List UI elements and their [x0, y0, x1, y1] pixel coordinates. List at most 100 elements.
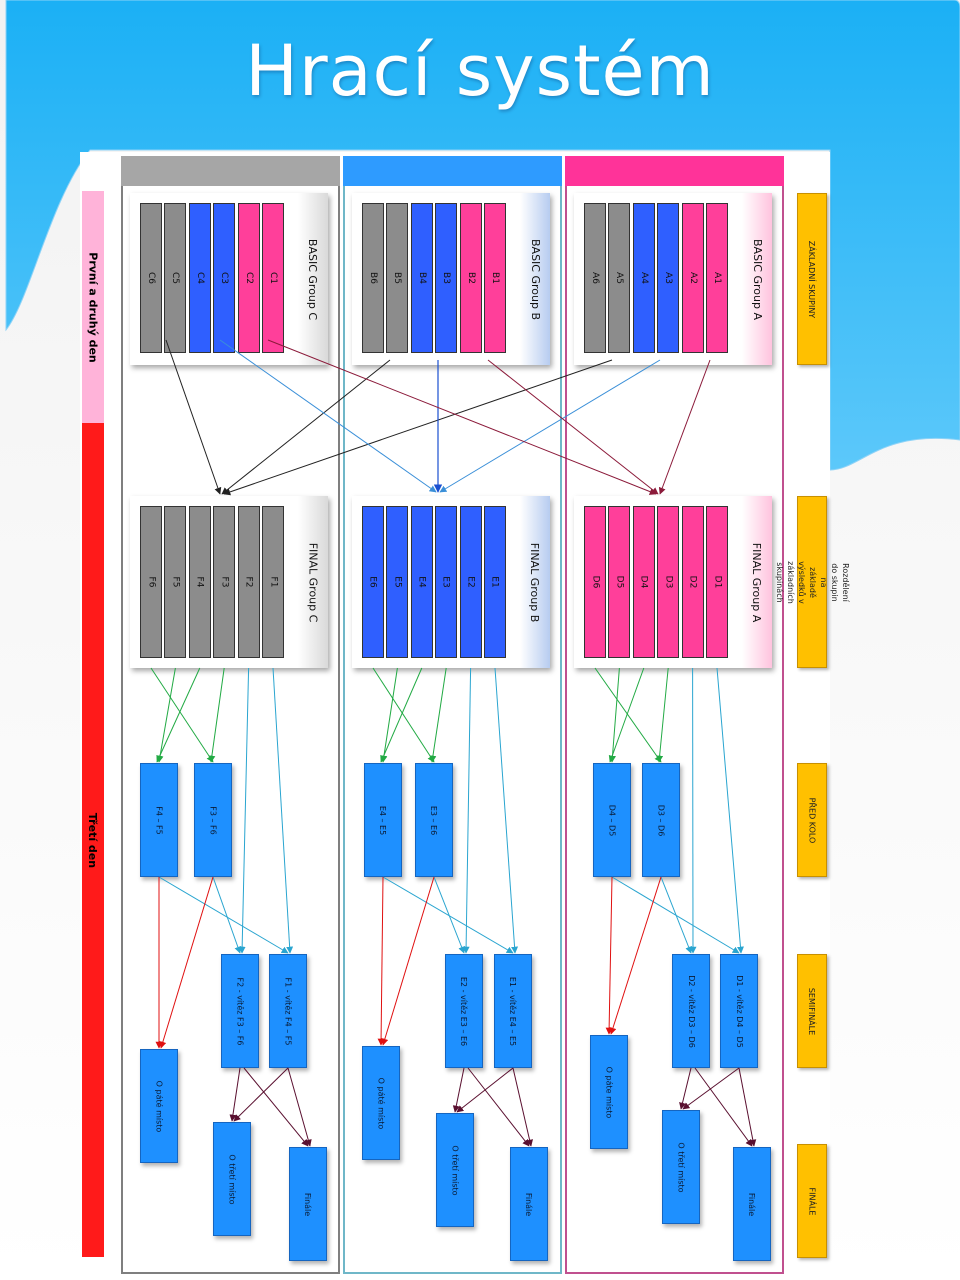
basic-cell-c2: C2 [237, 203, 260, 353]
cell-label: A1 [711, 272, 722, 284]
match-label: E2 - vítěz E3 – E6 [459, 976, 469, 1046]
match-label: O třetí místo [450, 1144, 460, 1196]
stage-label-5: FINÁLE [797, 1144, 827, 1258]
cell-label: D3 [663, 575, 674, 589]
third-place-match-3: O třetí místo [662, 1110, 700, 1224]
cell-label: F1 [268, 576, 278, 588]
final-cell-d1: D1 [706, 506, 728, 658]
basic-cell-c6: C6 [140, 203, 162, 353]
final-cell-f5: F5 [164, 506, 187, 658]
cell-label: F5 [170, 576, 181, 588]
group-label-text: BASIC Group B [528, 238, 542, 320]
region-header-a [565, 156, 784, 186]
final-cell-e2: E2 [459, 506, 482, 658]
final-cell-f1: F1 [262, 506, 284, 658]
stage-label-text: Rozdělení do skupin na základě výsledků … [774, 560, 850, 604]
match-label: D1 - vítěz D4 – D5 [734, 974, 744, 1048]
semifinal-match-c-2: F1 - vítěz F4 – F5 [269, 954, 307, 1068]
basic-cell-b2: B2 [459, 203, 482, 353]
cell-label: C4 [194, 271, 205, 285]
match-label: D3 – D6 [656, 804, 666, 836]
region-header-b [343, 156, 562, 186]
cell-label: A6 [589, 272, 600, 284]
prelim-match-b-1: E4 – E5 [364, 763, 402, 877]
stage-label-1: ZÁKLADNÍ SKUPINY [797, 193, 827, 365]
basic-cell-b4: B4 [410, 203, 433, 353]
final-group-label: FINAL Group B [520, 496, 550, 668]
cell-label: E4 [416, 576, 427, 588]
match-label: F2 - vítěz F3 – F6 [235, 977, 245, 1045]
cell-label: A2 [687, 272, 698, 284]
cell-label: C3 [219, 271, 230, 285]
final-cell-e6: E6 [362, 506, 384, 658]
basic-cell-c1: C1 [262, 203, 284, 353]
match-label: O páté místo [376, 1077, 386, 1129]
cell-label: B1 [490, 272, 500, 284]
group-label-text: FINAL Group C [306, 542, 320, 622]
match-label: F1 - vítěz F4 – F5 [283, 977, 293, 1045]
final-group-a: D6 D5 D4 D3 D2 D1 FINAL Group A [574, 496, 772, 668]
prelim-match-a-2: D3 – D6 [642, 763, 680, 877]
basic-cell-c5: C5 [164, 203, 187, 353]
cell-label: D1 [712, 575, 722, 589]
basic-cell-a5: A5 [608, 203, 631, 353]
basic-group-label: BASIC Group A [742, 193, 772, 365]
basic-cell-a1: A1 [706, 203, 728, 353]
final-cell-e5: E5 [386, 506, 409, 658]
third-place-match-2: O třetí místo [436, 1113, 474, 1227]
fifth-place-match-1: O páté místo [140, 1049, 178, 1163]
cell-label: F4 [194, 576, 205, 588]
group-label-text: FINAL Group A [750, 542, 764, 622]
cell-label: D2 [687, 575, 698, 589]
cell-label: C6 [145, 271, 156, 285]
cell-label: F6 [146, 576, 156, 588]
stage-label-text: FINÁLE [807, 1187, 817, 1215]
match-label: F3 – F6 [208, 805, 218, 835]
cell-label: E6 [367, 576, 378, 588]
cell-label: E5 [392, 576, 403, 588]
final-group-label: FINAL Group A [742, 496, 772, 668]
basic-group-label: BASIC Group B [520, 193, 550, 365]
cell-label: D4 [638, 575, 649, 589]
day-bar-first-second: První a druhý den [82, 191, 104, 423]
match-label: Finále [524, 1192, 534, 1216]
final-cell-d2: D2 [681, 506, 704, 658]
stage-label-text: PŘED KOLO [807, 797, 817, 843]
cell-label: A4 [638, 272, 649, 284]
final-cell-d3: D3 [657, 506, 680, 658]
cell-label: B4 [416, 272, 427, 284]
cell-label: D6 [590, 575, 600, 589]
basic-cell-c4: C4 [188, 203, 211, 353]
group-label-text: BASIC Group A [750, 238, 764, 320]
basic-cell-b1: B1 [484, 203, 506, 353]
cell-label: A5 [614, 272, 625, 284]
match-label: O páté místo [154, 1080, 164, 1132]
group-label-text: FINAL Group B [528, 542, 542, 622]
final-cell-f3: F3 [213, 506, 236, 658]
match-label: D4 – D5 [607, 804, 617, 836]
cell-label: D5 [614, 575, 625, 589]
cell-label: E1 [489, 576, 500, 588]
match-label: Finále [747, 1192, 757, 1216]
semifinal-match-a-2: D1 - vítěz D4 – D5 [720, 954, 758, 1068]
final-cell-f6: F6 [140, 506, 162, 658]
region-header-c [121, 156, 340, 186]
cell-label: B2 [465, 272, 476, 284]
prelim-match-c-1: F4 – F5 [140, 763, 178, 877]
match-label: E4 – E5 [378, 805, 388, 835]
final-cell-e4: E4 [410, 506, 433, 658]
basic-cell-b5: B5 [386, 203, 409, 353]
match-label: O třetí místo [227, 1153, 237, 1205]
match-label: O páte místo [604, 1066, 614, 1118]
day-label: První a druhý den [86, 251, 100, 363]
final-cell-e1: E1 [484, 506, 506, 658]
basic-group-label: BASIC Group C [298, 193, 328, 365]
cell-label: E2 [465, 576, 476, 588]
final-cell-f2: F2 [237, 506, 260, 658]
prelim-match-c-2: F3 – F6 [194, 763, 232, 877]
